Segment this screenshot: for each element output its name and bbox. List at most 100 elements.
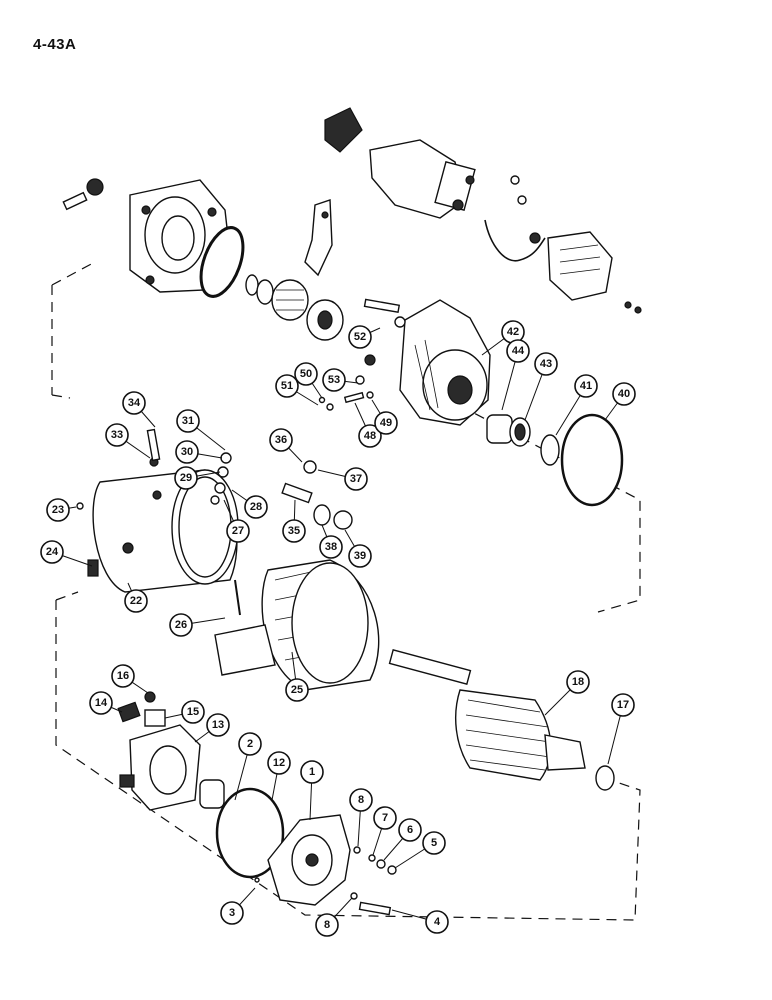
callout-40: 40 xyxy=(612,382,636,406)
callout-number: 24 xyxy=(46,546,59,558)
callout-circle xyxy=(612,382,636,406)
callout-43: 43 xyxy=(534,352,558,376)
callout-8: 8 xyxy=(349,788,373,812)
callout-circle xyxy=(566,670,590,694)
callout-number: 18 xyxy=(572,676,584,688)
callout-39: 39 xyxy=(348,544,372,568)
callout-3: 3 xyxy=(220,901,244,925)
callout-14: 14 xyxy=(89,691,113,715)
callout-circle xyxy=(206,713,230,737)
callout-circle xyxy=(226,519,250,543)
callout-number: 34 xyxy=(128,397,141,409)
callout-circle xyxy=(294,362,318,386)
callout-number: 53 xyxy=(328,374,340,386)
callout-circle xyxy=(300,760,324,784)
callout-circle xyxy=(176,409,200,433)
small-hardware-group xyxy=(318,354,376,411)
callout-number: 27 xyxy=(232,525,244,537)
callout-number: 15 xyxy=(187,706,199,718)
lower-dashed-guide xyxy=(55,591,641,921)
callout-number: 4 xyxy=(434,916,441,928)
callout-number: 23 xyxy=(52,504,64,516)
callout-number: 7 xyxy=(382,812,388,824)
callout-number: 14 xyxy=(95,697,108,709)
nose-bolt xyxy=(62,178,104,211)
callout-37: 37 xyxy=(344,467,368,491)
callout-circle xyxy=(267,751,291,775)
callout-circle xyxy=(358,424,382,448)
callout-number: 52 xyxy=(354,331,366,343)
callout-number: 26 xyxy=(175,619,187,631)
solenoid xyxy=(369,139,476,219)
callout-number: 6 xyxy=(407,824,413,836)
callout-circle xyxy=(398,818,422,842)
callout-number: 12 xyxy=(273,757,285,769)
callout-7: 7 xyxy=(373,806,397,830)
commutator-o-ring xyxy=(215,787,285,879)
callout-12: 12 xyxy=(267,751,291,775)
callout-number: 41 xyxy=(580,380,592,392)
callout-circle xyxy=(425,910,449,934)
callout-circle xyxy=(322,368,346,392)
callout-number: 8 xyxy=(358,794,364,806)
callout-number: 28 xyxy=(250,501,262,513)
solenoid-boot xyxy=(324,107,363,153)
callout-number: 36 xyxy=(275,434,287,446)
callout-15: 15 xyxy=(181,700,205,724)
callout-48: 48 xyxy=(358,424,382,448)
callout-23: 23 xyxy=(46,498,70,522)
callout-27: 27 xyxy=(226,519,250,543)
callout-number: 50 xyxy=(300,368,312,380)
callout-51: 51 xyxy=(275,374,299,398)
callout-number: 43 xyxy=(540,358,552,370)
commutator-end-frame xyxy=(267,814,351,906)
frame-hardware xyxy=(76,428,232,577)
callout-16: 16 xyxy=(111,664,135,688)
callout-circle xyxy=(319,535,343,559)
callout-circle xyxy=(122,391,146,415)
field-coils xyxy=(214,559,380,691)
callout-circle xyxy=(111,664,135,688)
callout-18: 18 xyxy=(566,670,590,694)
callout-5: 5 xyxy=(422,831,446,855)
callout-22: 22 xyxy=(124,589,148,613)
callout-circle xyxy=(506,339,530,363)
callout-circle xyxy=(269,428,293,452)
callout-circle xyxy=(169,613,193,637)
callout-circle xyxy=(40,540,64,564)
callout-52: 52 xyxy=(348,325,372,349)
callout-25: 25 xyxy=(285,678,309,702)
drive-washers xyxy=(245,274,274,305)
nose-o-ring xyxy=(199,226,245,298)
terminal-hardware xyxy=(281,460,353,530)
callout-circle xyxy=(344,467,368,491)
shift-lever xyxy=(304,199,333,277)
callout-circle xyxy=(373,806,397,830)
field-lead-wire xyxy=(484,219,546,262)
callout-number: 51 xyxy=(281,380,293,392)
callout-42: 42 xyxy=(501,320,525,344)
callout-number: 40 xyxy=(618,388,630,400)
callout-number: 48 xyxy=(364,430,376,442)
callout-number: 37 xyxy=(350,473,362,485)
callout-29: 29 xyxy=(174,466,198,490)
callout-number: 13 xyxy=(212,719,224,731)
callout-number: 22 xyxy=(130,595,142,607)
callout-36: 36 xyxy=(269,428,293,452)
callout-30: 30 xyxy=(175,440,199,464)
brush-holder xyxy=(119,724,201,811)
callout-4: 4 xyxy=(425,910,449,934)
callout-number: 39 xyxy=(354,550,366,562)
callout-circle xyxy=(181,700,205,724)
callout-circle xyxy=(220,901,244,925)
callout-number: 31 xyxy=(182,415,194,427)
housing-bolt xyxy=(363,298,406,328)
callout-number: 3 xyxy=(229,907,235,919)
callout-circle xyxy=(349,788,373,812)
callout-number: 42 xyxy=(507,326,519,338)
callout-circle xyxy=(124,589,148,613)
callout-number: 33 xyxy=(111,429,123,441)
callout-44: 44 xyxy=(506,339,530,363)
callout-49: 49 xyxy=(374,411,398,435)
